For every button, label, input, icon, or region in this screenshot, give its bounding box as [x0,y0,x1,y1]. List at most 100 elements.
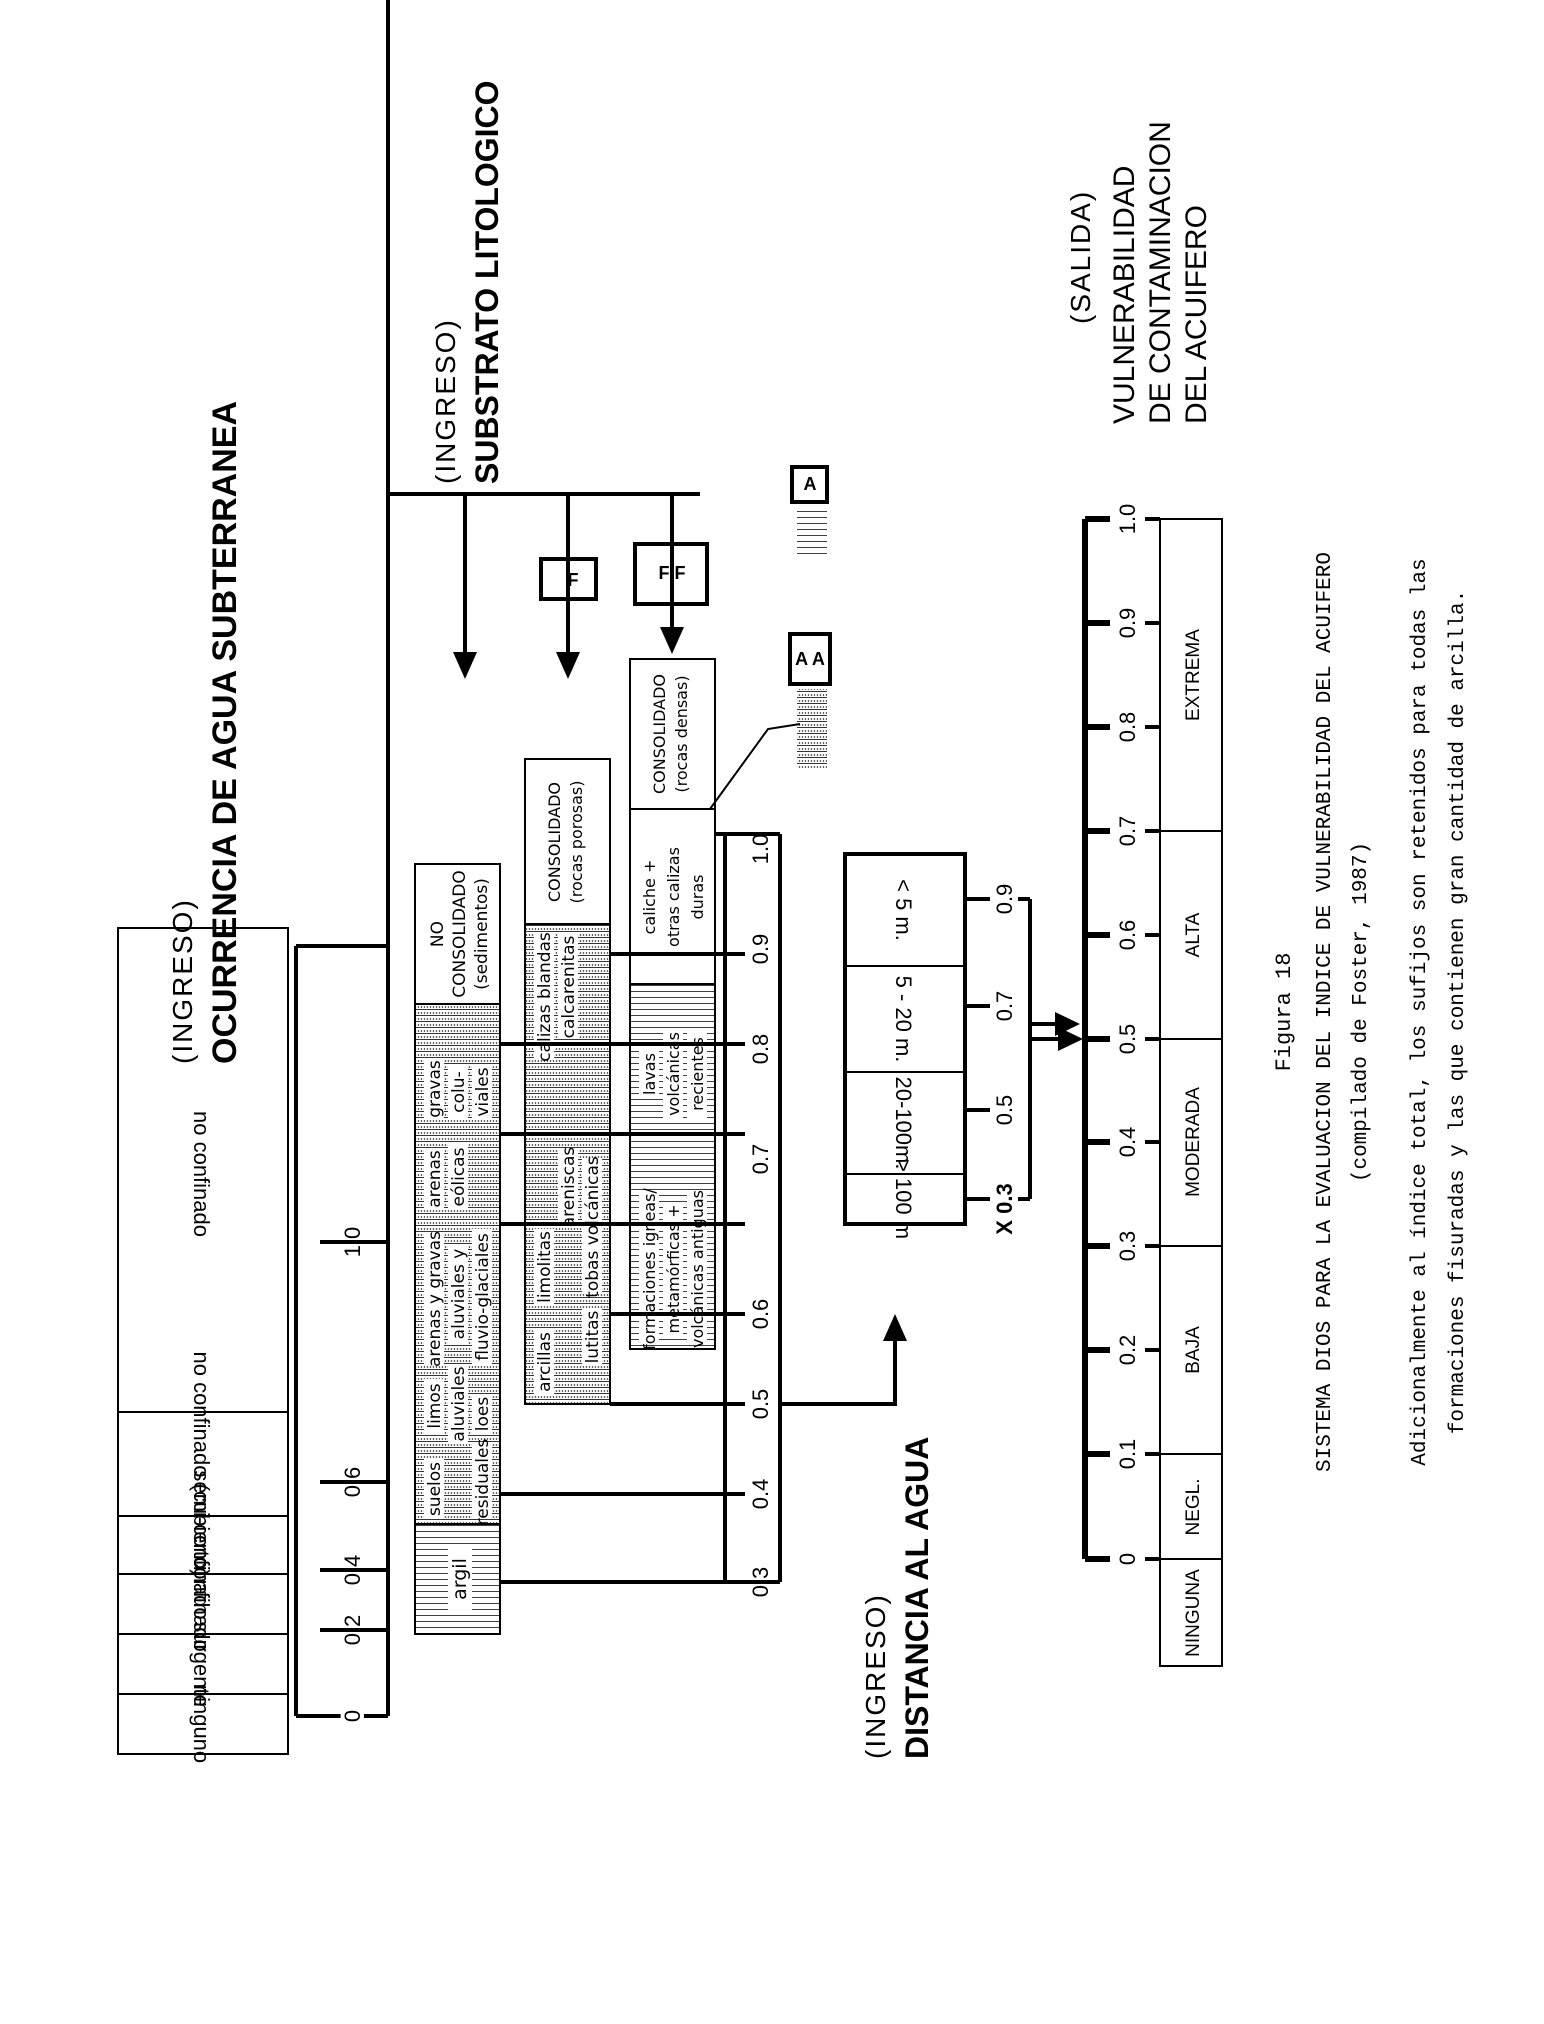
connector-substrato-distancia [780,1339,897,1406]
suffix-f: F [568,570,579,590]
ocurrencia-prefix: (INGRESO) [167,898,198,1064]
ocurrencia-cat-semi-confinado: semi-confinado [189,1470,214,1619]
salida-tick: 0.7 [1115,816,1140,847]
figure-title: SISTEMA DIOS PARA LA EVALUACION DEL INDI… [1314,552,1337,1472]
ocurrencia-tick-0.4: 0.4 [340,1555,365,1586]
svg-text:NO: NO [428,921,448,947]
consolidado-densas-labels: formaciones igneas/ metamórficas + volcá… [639,847,707,1350]
distancia-box [843,852,967,1226]
svg-text:(rocas densas): (rocas densas) [672,675,691,792]
salida-tick: 0.9 [1115,608,1140,639]
legend-a: A [804,474,817,494]
salida-title-line: VULNERABILIDAD [1108,166,1141,424]
svg-text:aluviales y: aluviales y [449,1249,469,1340]
suffix-ff-box [633,542,709,606]
substrato-title: SUBSTRATO LITOLOGICO [469,80,505,484]
arrow-icon [1058,1027,1083,1051]
svg-text:loes: loes [473,1397,493,1432]
svg-text:formaciones igneas/: formaciones igneas/ [640,1188,659,1350]
salida-class-baja: BAJA [1183,1326,1204,1374]
svg-text:calizas blandas: calizas blandas [535,932,555,1062]
svg-text:suelos: suelos [425,1462,445,1516]
arrow-icon [883,1314,907,1341]
svg-text:fluvio-glaciales: fluvio-glaciales [473,1233,493,1361]
ocurrencia-tick-1.0: 1.0 [340,1227,365,1258]
legend-aa-box [788,632,832,686]
ocurrencia-section: (INGRESO) OCURRENCIA DE AGUA SUBTERRANEA… [117,0,390,1763]
salida-tick: 0.6 [1115,920,1140,951]
ocurrencia-cat-no-confinado-cubierto: no confinado (cubierto) [189,1351,214,1576]
svg-text:tobas volcánicas: tobas volcánicas [583,1156,603,1298]
svg-text:lutitas: lutitas [583,1310,603,1363]
salida-ticks [1085,620,1110,1457]
substrato-tick: 0.7 [748,1144,773,1175]
substrato-tick: 0.4 [748,1479,773,1510]
substrato-section: (INGRESO) SUBSTRATO LITOLOGICO NO CONSOL… [392,80,907,1635]
svg-text:limos: limos [425,1383,445,1428]
distancia-prefix: (INGRESO) [860,1593,891,1759]
ocurrencia-cat-ninguno: ninguno [189,1685,214,1763]
substrato-tick: 0.5 [748,1389,773,1420]
substrato-tick: 0.8 [748,1034,773,1065]
salida-tick: 0.4 [1115,1127,1140,1158]
svg-text:volcánicas: volcánicas [664,1032,683,1116]
consolidado-porosas-labels: arcillas limolitas calizas blandas areni… [534,932,603,1394]
legend-a-box [790,465,829,504]
svg-text:residuales: residuales [473,1439,493,1526]
substrato-tick: 1.0 [748,834,773,865]
arrow-down-icon [453,652,477,679]
salida-tick: 1.0 [1115,504,1140,535]
ocurrencia-ticks [320,1240,388,1632]
svg-text:recientes: recientes [688,1037,707,1111]
distancia-section: (INGRESO) DISTANCIA AL AGUA > 100 m 20-1… [843,852,1080,1759]
svg-text:(rocas porosas): (rocas porosas) [567,781,586,904]
suffix-ff: F F [659,563,686,583]
svg-text:duras: duras [688,874,707,919]
salida-tick: 0 [1115,1553,1140,1565]
distancia-cat: 20-100m. [891,1077,916,1170]
svg-text:eólicas: eólicas [449,1147,469,1206]
legend-pointer [709,723,801,810]
svg-text:CONSOLIDADO: CONSOLIDADO [650,674,669,794]
svg-text:lavas: lavas [640,1053,659,1095]
figure-note-1: Adicionalmente al índice total, los sufi… [1409,558,1432,1465]
svg-text:CONSOLIDADO: CONSOLIDADO [545,782,564,902]
substrato-tick: 0.6 [748,1299,773,1330]
ocurrencia-tick-0.6: 0.6 [340,1467,365,1498]
substrato-ticks [500,832,745,1584]
svg-text:0: 0 [340,1710,365,1722]
svg-text:arenas y gravas: arenas y gravas [425,1231,445,1367]
distancia-cat: > 100 m [891,1159,916,1239]
legend-a-swatch [797,507,827,557]
ocurrencia-box [117,927,289,1755]
argil-label: argil [449,1558,471,1600]
salida-class-box [1159,518,1223,1667]
svg-text:caliche +: caliche + [640,860,659,935]
distancia-title: DISTANCIA AL AGUA [899,1437,935,1759]
arrow-down-icon [660,627,684,654]
distancia-tick: X 0.3 [992,1183,1017,1234]
salida-prefix: (SALIDA) [1065,190,1096,324]
ocurrencia-tick-0.2: 0.2 [340,1615,365,1646]
distancia-tick: 0.9 [992,884,1017,915]
salida-tick: 0.8 [1115,712,1140,743]
salida-class-extrema: EXTREMA [1183,629,1204,721]
salida-tick: 0.2 [1115,1335,1140,1366]
substrato-prefix: (INGRESO) [430,318,461,484]
svg-text:limolitas: limolitas [535,1231,555,1303]
salida-class-moderada: MODERADA [1183,1087,1204,1197]
distancia-cat: < 5 m. [891,879,916,941]
distancia-tick: 0.5 [992,1095,1017,1126]
svg-text:otras calizas: otras calizas [664,847,683,947]
consolidado-porosas-header [524,758,611,925]
arrow-down-icon [556,652,580,679]
salida-title-line: DE CONTAMINACION [1144,121,1177,424]
salida-class-ninguna: NINGUNA [1183,1569,1204,1657]
salida-section: (SALIDA) VULNERABILIDAD DE CONTAMINACION… [1030,121,1223,1667]
svg-text:arenas: arenas [425,1150,445,1208]
salida-class-alta: ALTA [1183,912,1204,957]
svg-text:viales: viales [473,1067,493,1116]
salida-tick: 0.5 [1115,1024,1140,1055]
substrato-tick: 0.9 [748,934,773,965]
svg-text:arcillas: arcillas [535,1332,555,1392]
